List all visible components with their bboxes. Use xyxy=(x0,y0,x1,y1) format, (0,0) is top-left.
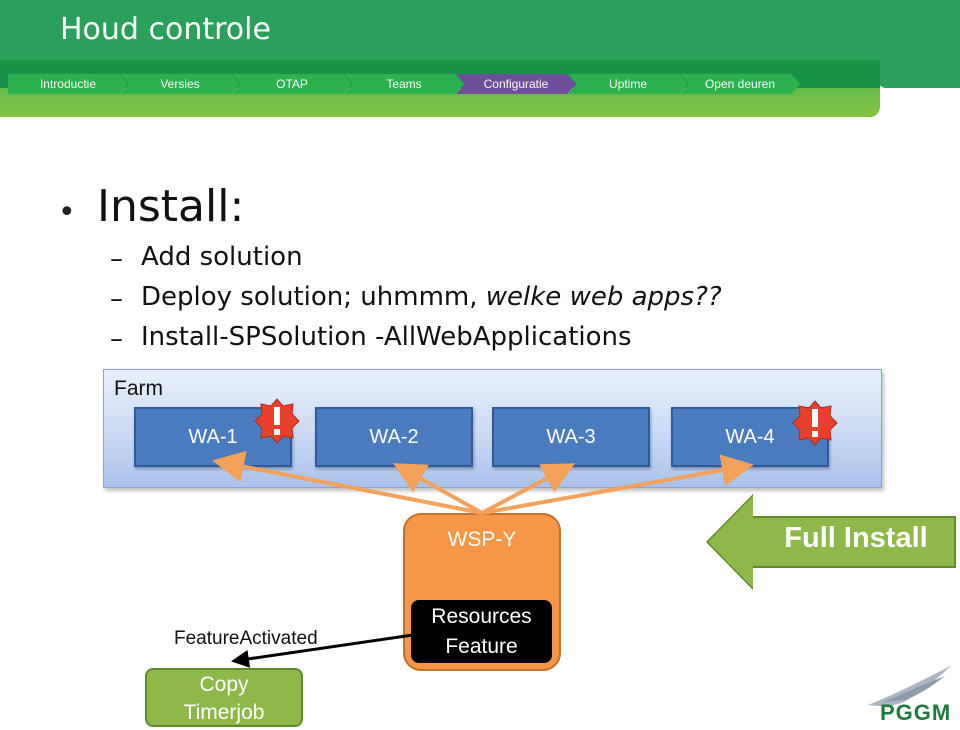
header-bar xyxy=(0,0,960,60)
bullet-dot: • xyxy=(58,195,76,230)
deploy-text: Deploy solution; uhmmm, xyxy=(141,282,486,312)
copy-line-2: Timerjob xyxy=(183,701,265,724)
farm-label: Farm xyxy=(114,377,163,400)
resources-feature-box: Resources Feature xyxy=(411,600,552,663)
nav-item-introductie[interactable]: Introductie xyxy=(8,74,128,94)
pggm-logo-text: PGGM xyxy=(880,700,952,725)
copy-timerjob-box: Copy Timerjob xyxy=(145,668,303,727)
nav-item-teams[interactable]: Teams xyxy=(344,74,464,94)
web-app-wa-1: WA-1 xyxy=(134,407,292,467)
nav-item-otap[interactable]: OTAP xyxy=(232,74,352,94)
sub-bullet-dash: – xyxy=(110,324,123,354)
nav-item-open-deuren[interactable]: Open deuren xyxy=(680,74,800,94)
nav-item-versies[interactable]: Versies xyxy=(120,74,240,94)
deploy-question: welke web apps?? xyxy=(485,282,722,312)
sub-bullet-add-solution: Add solution xyxy=(141,242,303,272)
copy-line-1: Copy xyxy=(199,673,249,696)
nav-item-configuratie[interactable]: Configuratie xyxy=(456,74,576,94)
resources-line-2: Feature xyxy=(445,635,518,658)
wsp-label: WSP-Y xyxy=(447,528,517,551)
sub-bullet-dash: – xyxy=(110,244,123,274)
slide-title: Houd controle xyxy=(60,12,271,47)
sub-bullet-dash: – xyxy=(110,284,123,314)
web-app-wa-4: WA-4 xyxy=(671,407,829,467)
nav-item-uptime[interactable]: Uptime xyxy=(568,74,688,94)
sub-bullet-install-command: Install-SPSolution -AllWebApplications xyxy=(141,322,632,352)
bullet-heading: Install: xyxy=(97,181,245,232)
feature-activated-label: FeatureActivated xyxy=(174,628,318,649)
resources-line-1: Resources xyxy=(431,605,532,628)
web-app-wa-3: WA-3 xyxy=(492,407,650,467)
full-install-label: Full Install xyxy=(784,522,928,554)
header-corner xyxy=(878,0,960,88)
web-app-wa-2: WA-2 xyxy=(315,407,473,467)
sub-bullet-deploy-solution: Deploy solution; uhmmm, welke web apps?? xyxy=(141,282,722,312)
